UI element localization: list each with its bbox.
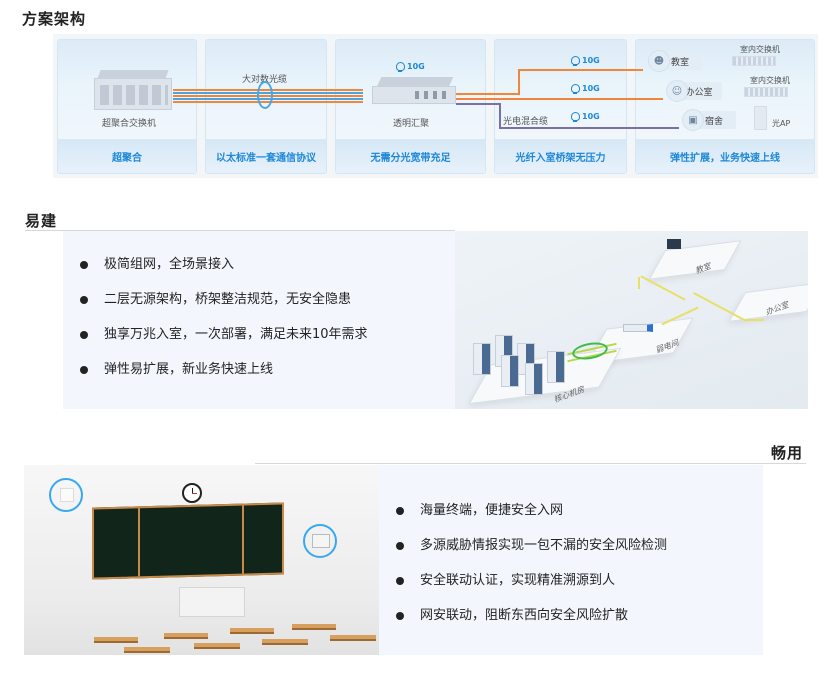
cable-label: 大对数光缆	[242, 75, 288, 85]
optical-ap-icon	[754, 106, 767, 130]
bullet-item: 海量终端，便捷安全入网	[396, 502, 667, 537]
column-footer: 以太标准一套通信协议	[206, 139, 326, 173]
cable-label: 光电混合缆	[503, 117, 549, 127]
architecture-diagram: 超聚合交换机 超聚合 大对数光缆 以太标准一套通信协议 10G 透明汇聚 无需分…	[53, 34, 818, 178]
super-convergence-switch-icon	[94, 78, 172, 110]
desk	[262, 639, 308, 645]
bed-icon: ▣	[682, 109, 704, 131]
device-label: 透明汇聚	[393, 119, 430, 129]
panel-switch-icon	[312, 534, 330, 548]
transparent-aggregation-device-icon	[372, 86, 456, 104]
clock-icon	[182, 483, 202, 503]
lightbulb-icon	[569, 110, 580, 122]
speed-label: 10G	[582, 83, 600, 93]
server-icon	[525, 363, 543, 395]
desk	[292, 624, 336, 630]
column-footer: 无需分光宽带充足	[336, 139, 485, 173]
blackboard	[92, 502, 284, 580]
speed-badge: 10G	[569, 110, 600, 122]
room-device-label: 光AP	[772, 119, 791, 128]
desk	[230, 628, 274, 634]
arch-column-fiber: 10G 10G 光电混合缆 10G 光纤入室桥架无压力	[494, 39, 627, 174]
indoor-switch-icon	[732, 56, 776, 66]
arch-column-ethernet: 大对数光缆 以太标准一套通信协议	[205, 39, 327, 174]
speed-badge: 10G	[569, 82, 600, 94]
classroom-plate	[648, 240, 742, 280]
link-line	[638, 277, 640, 289]
section-divider	[255, 463, 806, 464]
wireless-ap-highlight	[49, 478, 83, 512]
column-footer: 光纤入室桥架无压力	[495, 139, 626, 173]
arch-column-expansion: 教室 ☻ 室内交换机 办公室 ☺ 室内交换机 宿舍 ▣ 光AP 弹性扩展，业务快…	[635, 39, 815, 174]
server-icon	[473, 343, 491, 375]
fiber-to-classroom	[456, 93, 519, 95]
smooth-use-bullet-list: 海量终端，便捷安全入网 多源威胁情报实现一包不漏的安全风险检测 安全联动认证，实…	[396, 502, 667, 642]
section-title-easy-build: 易建	[25, 212, 58, 230]
arch-column-aggregation: 10G 透明汇聚 无需分光宽带充足	[335, 39, 486, 174]
speed-badge: 10G	[569, 54, 600, 66]
easy-build-bullet-list: 极简组网，全场景接入 二层无源架构，桥架整洁规范，无安全隐患 独享万兆入室，一次…	[80, 256, 368, 396]
arch-column-super-convergence: 超聚合交换机 超聚合	[57, 39, 197, 174]
speed-label: 10G	[407, 61, 425, 71]
user-icon: ☻	[648, 50, 670, 72]
cable-bundle-ring-icon	[257, 81, 273, 109]
section-title-smooth-use: 畅用	[771, 444, 804, 462]
podium	[179, 587, 245, 617]
switch-device-icon	[623, 324, 653, 332]
lightbulb-icon	[394, 60, 405, 72]
fiber-to-classroom	[518, 69, 643, 71]
room-device-label: 室内交换机	[750, 76, 790, 85]
lightbulb-icon	[569, 54, 580, 66]
desk	[330, 635, 376, 641]
bullet-item: 多源威胁情报实现一包不漏的安全风险检测	[396, 537, 667, 572]
device-label: 超聚合交换机	[102, 119, 157, 129]
link-line	[746, 319, 764, 321]
section-title-architecture: 方案架构	[22, 10, 87, 28]
bullet-item: 网安联动，阻断东西向安全风险扩散	[396, 607, 667, 642]
desk	[94, 637, 138, 643]
hybrid-cable-to-dorm	[456, 103, 500, 105]
bullet-item: 极简组网，全场景接入	[80, 256, 368, 291]
fiber-to-office	[456, 98, 663, 100]
bullet-item: 独享万兆入室，一次部署，满足未来10年需求	[80, 326, 368, 361]
network-topology-illustration: 教室 办公室 弱电间 核心机房	[455, 231, 808, 409]
screen-icon	[667, 239, 681, 249]
speed-badge: 10G	[394, 60, 425, 72]
link-line	[640, 275, 686, 301]
speed-label: 10G	[582, 55, 600, 65]
fiber-to-classroom	[518, 69, 520, 95]
server-icon	[547, 351, 565, 383]
access-point-icon	[60, 488, 74, 502]
classroom-illustration	[24, 465, 379, 655]
desk	[164, 633, 208, 639]
section-divider	[25, 230, 455, 231]
server-icon	[501, 355, 519, 387]
room-device-label: 室内交换机	[740, 45, 780, 54]
panel-switch-highlight	[303, 524, 337, 558]
desk	[124, 647, 170, 653]
column-footer: 超聚合	[58, 139, 196, 173]
indoor-switch-icon	[744, 87, 788, 97]
smooth-use-panel	[379, 465, 763, 655]
users-icon: ☺	[666, 80, 688, 102]
bullet-item: 安全联动认证，实现精准溯源到人	[396, 572, 667, 607]
hybrid-cable-to-dorm	[499, 127, 679, 129]
easy-build-panel	[63, 231, 455, 409]
desk	[194, 643, 240, 649]
column-footer: 弹性扩展，业务快速上线	[636, 139, 814, 173]
bullet-item: 弹性易扩展，新业务快速上线	[80, 361, 368, 396]
room-office: 办公室	[676, 82, 722, 100]
speed-label: 10G	[582, 111, 600, 121]
hybrid-cable-to-dorm	[499, 103, 501, 128]
lightbulb-icon	[569, 82, 580, 94]
bullet-item: 二层无源架构，桥架整洁规范，无安全隐患	[80, 291, 368, 326]
